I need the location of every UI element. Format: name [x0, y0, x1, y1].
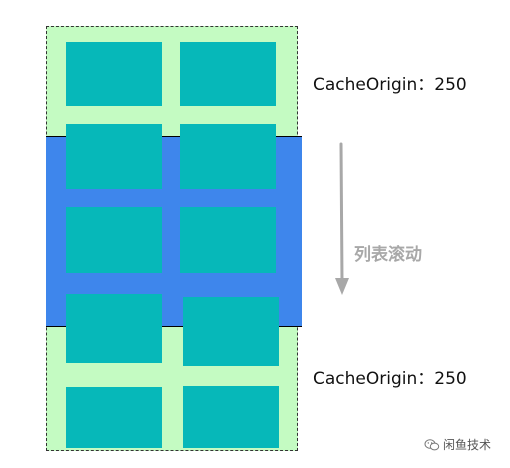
scroll-down-arrow-icon — [335, 142, 349, 295]
cache-origin-label-top: CacheOrigin：250 — [313, 75, 467, 95]
wechat-chat-icon — [424, 438, 440, 450]
grid-cell — [66, 294, 162, 363]
grid-cell — [66, 387, 162, 448]
scroll-direction-label: 列表滚动 — [354, 245, 422, 265]
grid-cell — [180, 124, 276, 189]
grid-cell — [180, 42, 276, 106]
grid-cell — [183, 386, 279, 448]
grid-cell — [66, 207, 162, 273]
grid-cell — [66, 42, 162, 106]
watermark: 闲鱼技术 — [424, 436, 491, 453]
grid-cell — [183, 297, 279, 366]
grid-cell — [66, 124, 162, 189]
grid-cell — [180, 207, 276, 273]
cache-origin-label-bottom: CacheOrigin：250 — [313, 369, 467, 389]
watermark-text: 闲鱼技术 — [443, 438, 492, 452]
